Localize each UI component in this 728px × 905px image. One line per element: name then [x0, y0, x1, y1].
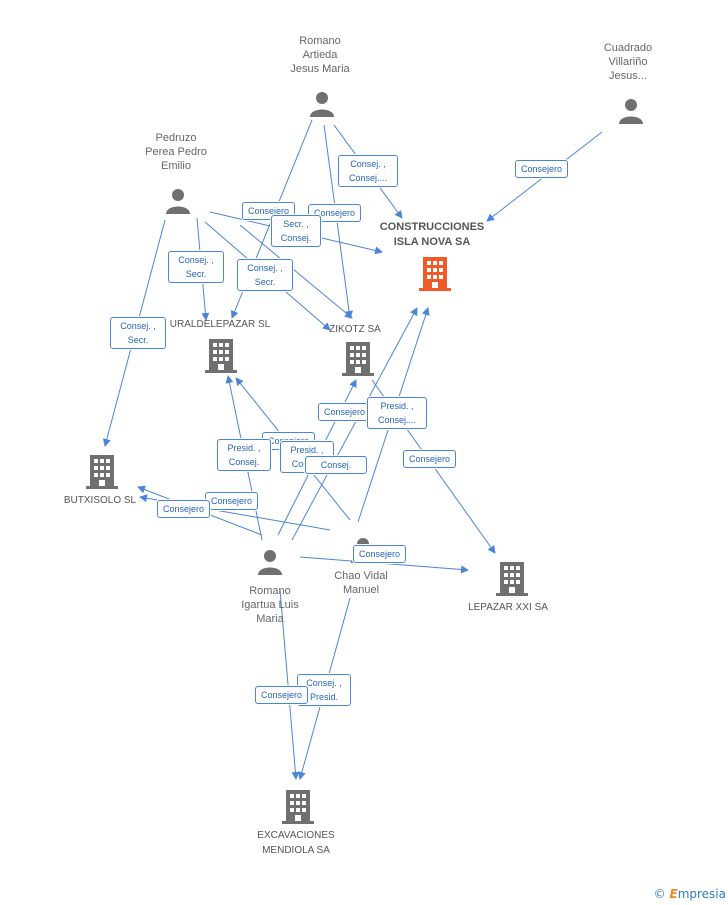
- brand-logo-initial: E: [669, 887, 678, 901]
- company-node-butxisolo[interactable]: BUTXISOLO SL: [50, 455, 150, 508]
- person-icon: [258, 550, 282, 575]
- person-icon: [619, 99, 643, 124]
- company-node-construcciones[interactable]: CONSTRUCCIONES ISLA NOVA SA: [362, 220, 502, 291]
- edge-line: [279, 589, 300, 780]
- edge-label[interactable]: Consejero: [318, 403, 372, 421]
- company-node-excavaciones[interactable]: EXCAVACIONES MENDIOLA SA: [236, 790, 356, 858]
- edge-label[interactable]: Presid. , Consej....: [367, 397, 427, 429]
- person-node-cuadrado[interactable]: Cuadrado Villariño Jesus...: [578, 41, 678, 124]
- edge-line: [299, 556, 469, 574]
- person-node-romano-igartua[interactable]: Romano Igartua Luis Maria: [220, 548, 320, 626]
- company-label: EXCAVACIONES MENDIOLA SA: [257, 830, 335, 856]
- edge-label[interactable]: Consejero: [403, 450, 457, 468]
- edge-label[interactable]: Consej. , Secr.: [237, 259, 293, 291]
- building-icon: [419, 257, 451, 291]
- company-label: URALDELEPAZAR SL: [169, 319, 271, 330]
- building-icon: [205, 339, 237, 373]
- building-icon: [86, 455, 118, 489]
- building-icon: [496, 562, 528, 596]
- edge-label[interactable]: Consej. , Secr.: [110, 317, 166, 349]
- person-icon: [310, 92, 334, 117]
- building-icon: [342, 342, 374, 376]
- copyright-icon: ©: [653, 887, 666, 901]
- edge-label[interactable]: Consejero: [205, 492, 259, 510]
- company-label: BUTXISOLO SL: [63, 495, 137, 506]
- company-node-uraldelepazar[interactable]: URALDELEPAZAR SL: [160, 317, 280, 373]
- edge-label[interactable]: Consejero: [353, 545, 407, 563]
- edge-label[interactable]: Consej. , Presid.: [297, 674, 351, 706]
- person-node-romano-artieda[interactable]: Romano Artieda Jesus Maria: [270, 34, 370, 117]
- edge-label[interactable]: Consej.: [305, 456, 367, 474]
- building-icon: [282, 790, 314, 824]
- brand-footer: © Empresia: [654, 887, 726, 901]
- edge-label[interactable]: Consejero: [308, 204, 362, 222]
- edge-label[interactable]: Consejero: [255, 686, 309, 704]
- person-icon: [166, 189, 190, 214]
- person-label: Romano Artieda Jesus Maria: [290, 35, 350, 75]
- edge-label[interactable]: Consejero: [157, 500, 211, 518]
- company-label: CONSTRUCCIONES ISLA NOVA SA: [379, 221, 485, 248]
- person-label: Chao Vidal Manuel: [334, 570, 388, 596]
- edge-line: [239, 224, 353, 319]
- person-label: Cuadrado Villariño Jesus...: [603, 42, 653, 82]
- person-label: Pedruzo Perea Pedro Emilio: [145, 132, 207, 172]
- edge-label[interactable]: Consej. , Secr.: [168, 251, 224, 283]
- company-label: LEPAZAR XXI SA: [468, 602, 548, 613]
- edge-label[interactable]: Consej. , Consej....: [338, 155, 398, 187]
- company-label: ZIKOTZ SA: [329, 324, 381, 335]
- person-label: Romano Igartua Luis Maria: [241, 585, 299, 625]
- edge-line: [291, 307, 418, 541]
- edge-label[interactable]: Presid. , Consej.: [217, 439, 271, 471]
- person-node-pedruzo[interactable]: Pedruzo Perea Pedro Emilio: [126, 131, 226, 214]
- company-node-zikotz[interactable]: ZIKOTZ SA: [310, 322, 400, 376]
- edge-label[interactable]: Consejero: [515, 160, 569, 178]
- company-node-lepazar[interactable]: LEPAZAR XXI SA: [458, 562, 558, 615]
- edge-label[interactable]: Secr. , Consej.: [271, 215, 321, 247]
- brand-logo-text: mpresia: [677, 887, 726, 901]
